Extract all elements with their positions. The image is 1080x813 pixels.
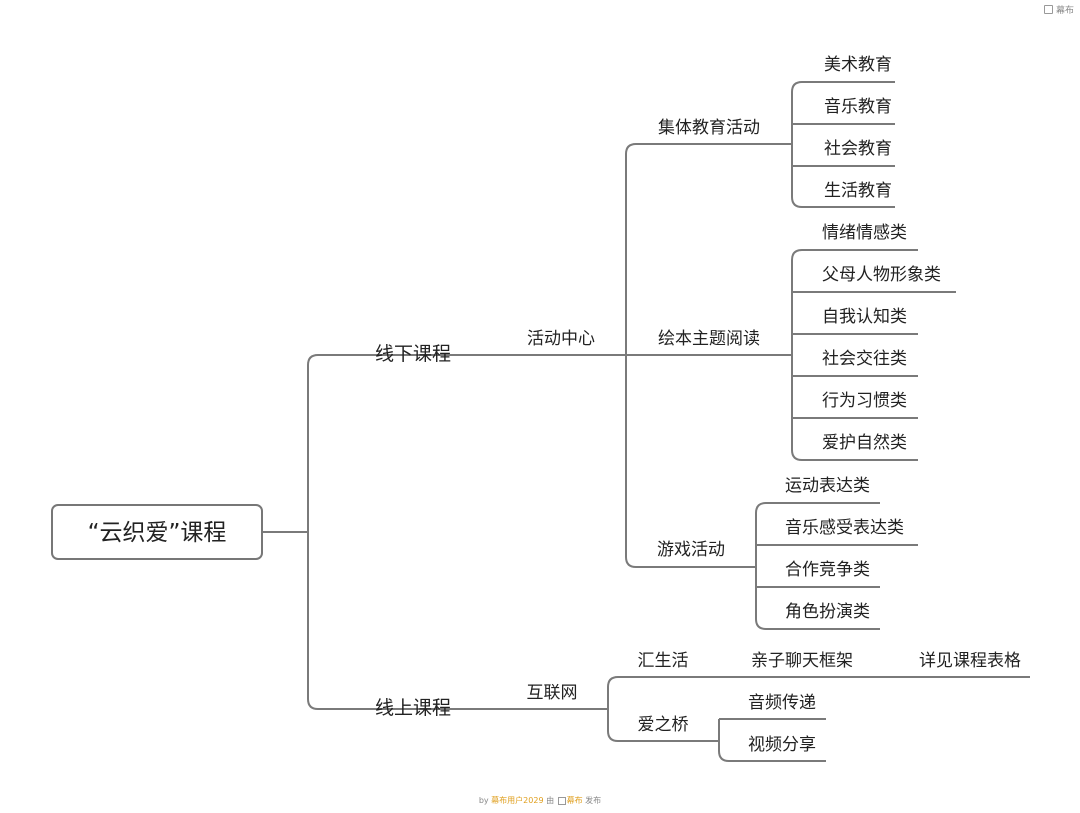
node-game-item[interactable]: 合作竞争类 bbox=[785, 560, 870, 580]
footer-user-link[interactable]: 幕布用户2029 bbox=[491, 796, 544, 805]
connector-lines bbox=[262, 81, 1030, 762]
node-picturebook-item[interactable]: 情绪情感类 bbox=[822, 223, 907, 243]
footer-publish: 发布 bbox=[585, 796, 602, 805]
node-collective-item[interactable]: 美术教育 bbox=[824, 55, 892, 75]
node-picturebook-item[interactable]: 行为习惯类 bbox=[822, 391, 907, 411]
node-picture-book-reading[interactable]: 绘本主题阅读 bbox=[658, 329, 760, 349]
node-collective-education[interactable]: 集体教育活动 bbox=[658, 118, 760, 138]
node-game-activities[interactable]: 游戏活动 bbox=[657, 540, 725, 560]
root-node-label: “云织爱”课程 bbox=[88, 520, 227, 546]
node-bridge-item[interactable]: 视频分享 bbox=[748, 735, 816, 755]
node-picturebook-item[interactable]: 自我认知类 bbox=[822, 307, 907, 327]
brand-small-icon bbox=[557, 796, 566, 805]
footer-brand-link[interactable]: 幕布 bbox=[566, 796, 583, 805]
node-picturebook-item[interactable]: 父母人物形象类 bbox=[822, 265, 941, 285]
brand-badge[interactable]: 幕布 bbox=[1043, 3, 1074, 16]
node-game-item[interactable]: 音乐感受表达类 bbox=[785, 518, 904, 538]
node-game-item[interactable]: 角色扮演类 bbox=[785, 602, 870, 622]
node-picturebook-item[interactable]: 爱护自然类 bbox=[822, 433, 907, 453]
root-node-box[interactable] bbox=[51, 504, 263, 560]
node-internet[interactable]: 互联网 bbox=[527, 683, 578, 703]
node-game-item[interactable]: 运动表达类 bbox=[785, 476, 870, 496]
node-offline-courses[interactable]: 线下课程 bbox=[375, 343, 451, 365]
brand-logo-icon bbox=[1043, 5, 1053, 14]
node-picturebook-item[interactable]: 社会交往类 bbox=[822, 349, 907, 369]
footer-via: 由 bbox=[546, 796, 555, 805]
brand-label: 幕布 bbox=[1055, 6, 1074, 16]
footer-credit: by 幕布用户2029 由 幕布 发布 bbox=[0, 795, 1080, 806]
node-see-course-table[interactable]: 详见课程表格 bbox=[919, 651, 1021, 671]
node-collective-item[interactable]: 音乐教育 bbox=[824, 97, 892, 117]
node-online-courses[interactable]: 线上课程 bbox=[375, 697, 451, 719]
node-collective-item[interactable]: 生活教育 bbox=[824, 181, 892, 201]
node-bridge-of-love[interactable]: 爱之桥 bbox=[638, 715, 689, 735]
node-life-hub[interactable]: 汇生活 bbox=[638, 651, 689, 671]
node-activity-center[interactable]: 活动中心 bbox=[527, 329, 595, 349]
node-collective-item[interactable]: 社会教育 bbox=[824, 139, 892, 159]
footer-by: by bbox=[478, 796, 489, 805]
node-parent-child-chat-framework[interactable]: 亲子聊天框架 bbox=[751, 651, 853, 671]
node-bridge-item[interactable]: 音频传递 bbox=[748, 693, 816, 713]
